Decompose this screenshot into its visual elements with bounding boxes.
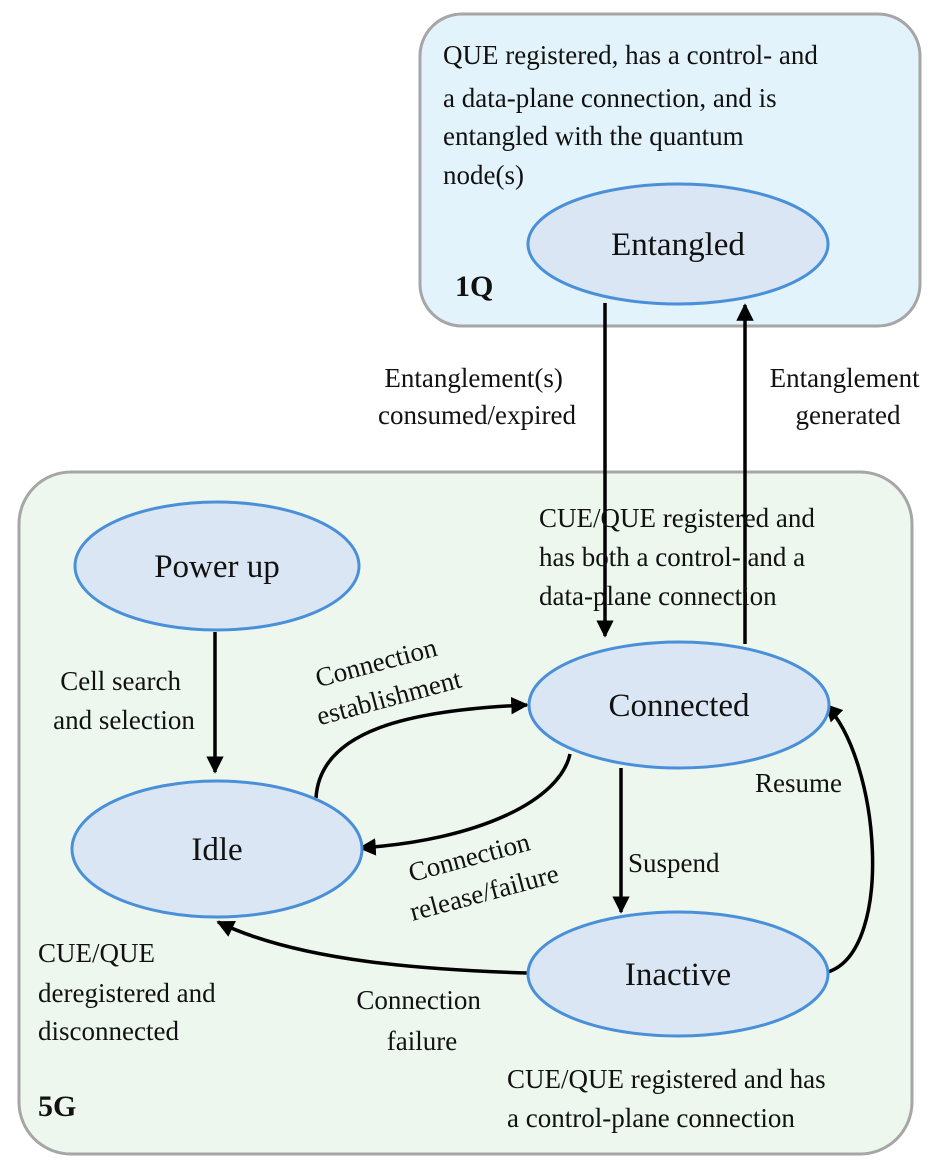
label-line: Cell search [60,666,181,696]
q1-description-line: entangled with the quantum [443,121,744,151]
label-cell-search: Cell search and selection [53,666,195,735]
arrow-inactive-to-idle [216,920,528,975]
label-connection-failure: Connection failure [356,985,487,1056]
connected-description-line: data-plane connection [539,581,777,611]
connected-description: CUE/QUE registered and has both a contro… [539,503,822,611]
state-idle-shape [70,779,364,919]
q1-description-line: node(s) [443,160,524,190]
arrow-connected-to-idle [358,753,572,856]
connected-description-line: CUE/QUE registered and [539,503,815,533]
label-suspend: Suspend [628,848,720,878]
q1-description-line: QUE registered, has a control- and [443,40,818,70]
state-connected: Connected [527,640,831,770]
region-label-5g: 5G [38,1090,76,1123]
inactive-description-line: a control-plane connection [507,1103,795,1133]
state-connected-label: Connected [608,688,750,724]
state-entangled-shape [526,182,830,306]
inactive-description-line: CUE/QUE registered and has [507,1064,826,1094]
state-entangled-label: Entangled [611,227,745,263]
arrow-idle-to-connected [314,696,529,799]
q1-description-line: a data-plane connection, and is [443,83,777,113]
state-inactive: Inactive [526,910,830,1038]
connected-description-line: has both a control- and a [539,542,805,572]
label-line: Entanglement [770,363,920,393]
idle-description-line: deregistered and [38,978,216,1008]
state-power-up-shape [73,500,361,632]
q1-description: QUE registered, has a control- and a dat… [443,40,825,190]
label-entanglement-consumed: Entanglement(s) consumed/expired [378,363,576,430]
state-connected-shape [527,640,831,770]
label-resume: Resume [755,768,842,798]
region-label-1q: 1Q [455,270,493,303]
arrow-inactive-to-connected [824,703,875,974]
state-inactive-shape [526,910,830,1038]
state-power-up: Power up [73,500,361,632]
label-line: consumed/expired [378,400,576,430]
label-entanglement-generated: Entanglement generated [770,363,927,430]
inactive-description: CUE/QUE registered and has a control-pla… [507,1064,832,1133]
state-entangled: Entangled [526,182,830,306]
state-power-up-label: Power up [154,549,280,585]
label-line: Entanglement(s) [384,363,562,393]
idle-description: CUE/QUE deregistered and disconnected [38,938,222,1046]
idle-description-line: CUE/QUE [38,938,155,968]
label-line: failure [387,1026,457,1056]
label-line: Connection [356,985,481,1015]
state-idle-label: Idle [191,832,242,868]
label-line: generated [796,400,901,430]
idle-description-line: disconnected [38,1016,179,1046]
state-idle: Idle [70,779,364,919]
state-inactive-label: Inactive [625,957,731,993]
label-line: and selection [53,705,195,735]
